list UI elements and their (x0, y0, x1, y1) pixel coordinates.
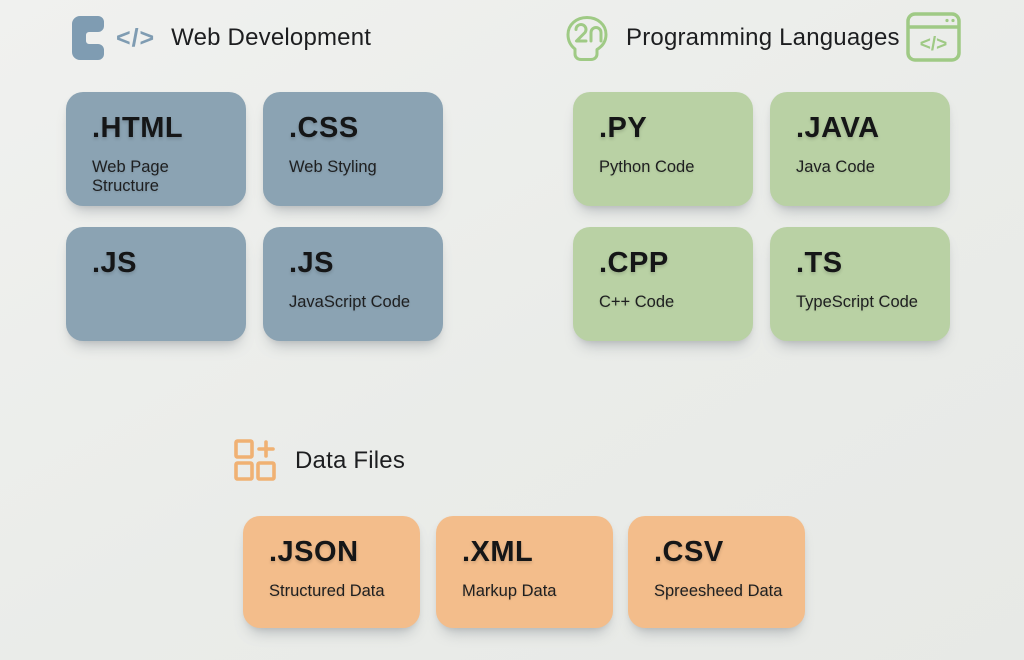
card-js-javascript[interactable]: .JS JavaScript Code (263, 227, 443, 341)
card-py[interactable]: .PY Python Code (573, 92, 753, 206)
file-extension: .CPP (599, 247, 669, 279)
card-xml[interactable]: .XML Markup Data (436, 516, 613, 628)
browser-code-glyph: </> (920, 34, 947, 55)
file-description: TypeScript Code (796, 293, 918, 311)
grid-plus-icon (234, 439, 276, 481)
file-extension: .JS (92, 247, 138, 279)
card-csv[interactable]: .CSV Spreesheed Data (628, 516, 805, 628)
code-bracket-icon (72, 16, 104, 60)
file-extension: .XML (462, 536, 534, 568)
card-java[interactable]: .JAVA Java Code (770, 92, 950, 206)
file-extension: .TS (796, 247, 843, 279)
file-description: Web Styling (289, 158, 377, 176)
browser-code-icon: </> (905, 11, 962, 68)
file-description: Structured Data (269, 582, 385, 600)
card-html[interactable]: .HTML Web Page Structure (66, 92, 246, 206)
section-title-data-files: Data Files (295, 447, 406, 474)
file-extension: .PY (599, 112, 648, 144)
code-glyph: </> (116, 23, 156, 52)
card-js-plain[interactable]: .JS (66, 227, 246, 341)
file-description: Python Code (599, 158, 695, 176)
card-css[interactable]: .CSS Web Styling (263, 92, 443, 206)
file-extension: .JAVA (796, 112, 880, 144)
file-extension: .CSV (654, 536, 724, 568)
section-header-data-files: Data Files (231, 437, 405, 485)
file-description: Spreesheed Data (654, 582, 783, 600)
file-extension: .JS (289, 247, 335, 279)
file-description: C++ Code (599, 293, 675, 311)
file-extension: .JSON (269, 536, 359, 568)
file-description: Markup Data (462, 582, 557, 600)
file-description: JavaScript Code (289, 293, 411, 311)
file-description: Web Page Structure (92, 158, 169, 195)
file-extension: .HTML (92, 112, 184, 144)
card-cpp[interactable]: .CPP C++ Code (573, 227, 753, 341)
section-title-programming-languages: Programming Languages (626, 24, 900, 51)
file-description: Java Code (796, 158, 875, 176)
card-ts[interactable]: .TS TypeScript Code (770, 227, 950, 341)
file-extension: .CSS (289, 112, 359, 144)
section-header-programming-languages: Programming Languages (564, 14, 900, 62)
section-title-web-development: Web Development (171, 24, 372, 51)
section-header-web-development: </> Web Development (64, 14, 371, 62)
ai-head-icon (566, 16, 608, 61)
card-json[interactable]: .JSON Structured Data (243, 516, 420, 628)
